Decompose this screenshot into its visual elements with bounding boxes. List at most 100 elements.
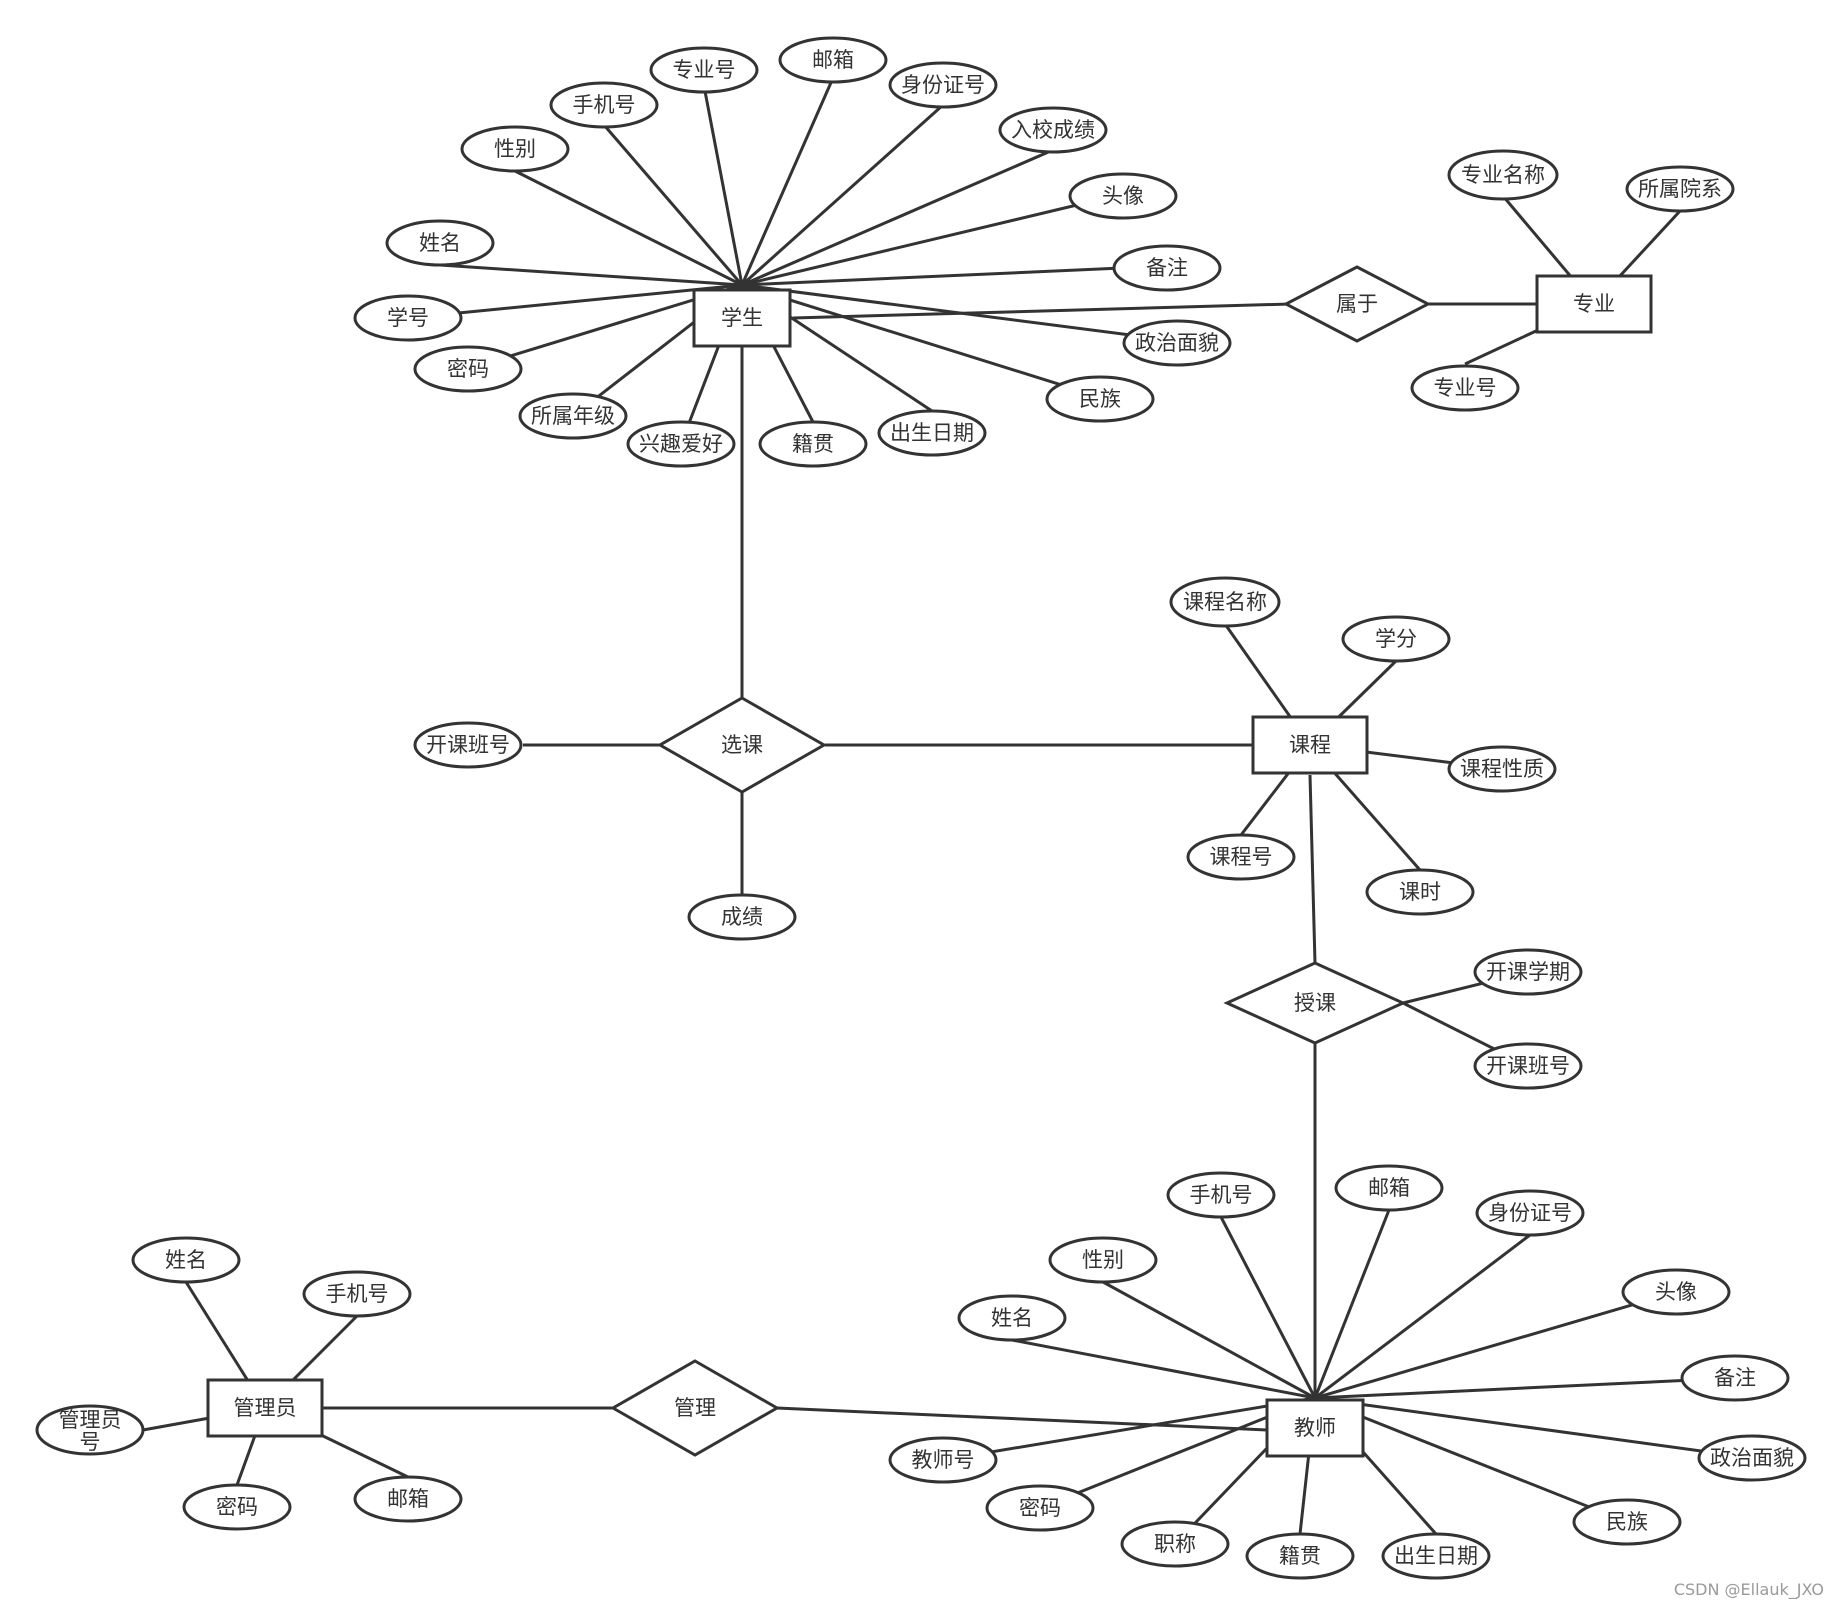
node-label: 课程 — [1289, 733, 1331, 757]
connector-line — [514, 169, 743, 287]
node-label: 籍贯 — [1279, 1544, 1321, 1568]
node-label: 成绩 — [721, 905, 763, 929]
teacher-attribute: 邮箱 — [1334, 1164, 1444, 1212]
node-label: 手机号 — [326, 1282, 389, 1306]
teacher-attribute: 姓名 — [957, 1294, 1067, 1342]
node-label: 所属院系 — [1638, 177, 1722, 201]
node-label: 出生日期 — [1394, 1544, 1478, 1568]
node-label: 姓名 — [419, 231, 461, 255]
student-attribute: 姓名 — [385, 219, 495, 267]
connector-line — [1314, 1396, 1753, 1460]
teacher-attribute: 籍贯 — [1245, 1532, 1355, 1580]
major-attribute: 所属院系 — [1625, 165, 1735, 213]
node-label: 手机号 — [573, 93, 636, 117]
admin-attribute: 管理员号 — [35, 1404, 145, 1456]
student-attribute: 身份证号 — [888, 61, 998, 109]
node-label: 管理员 — [234, 1396, 297, 1420]
student-attribute: 民族 — [1045, 375, 1155, 423]
node-label: 头像 — [1102, 184, 1144, 208]
node-label: 兴趣爱好 — [639, 432, 723, 456]
teacher-attribute: 性别 — [1048, 1236, 1158, 1284]
student-attribute: 备注 — [1112, 244, 1222, 292]
connector-line — [741, 283, 1101, 399]
course-attribute: 学分 — [1341, 615, 1451, 663]
connector-line — [776, 1406, 1268, 1432]
connector-line — [439, 263, 743, 287]
node-label: 学分 — [1375, 627, 1417, 651]
node-label: 姓名 — [165, 1248, 207, 1272]
node-label: 职称 — [1154, 1532, 1196, 1556]
connector-line — [602, 124, 744, 286]
node-label: 民族 — [1079, 387, 1121, 411]
node-label: 性别 — [494, 137, 536, 161]
diagram-nodes: 专业号邮箱身份证号手机号性别入校成绩头像姓名备注学号政治面貌密码民族所属年级兴趣… — [35, 36, 1807, 1580]
admin-attribute: 邮箱 — [353, 1475, 463, 1523]
connector-line — [741, 192, 1124, 287]
node-label: 头像 — [1655, 1280, 1697, 1304]
relationship-teach: 授课 — [1223, 961, 1407, 1045]
teacher-attribute: 头像 — [1621, 1268, 1731, 1316]
relationship-manage: 管理 — [609, 1359, 781, 1457]
connector-line — [1314, 1233, 1531, 1400]
teacher-attribute: 备注 — [1680, 1354, 1790, 1402]
node-label: 邮箱 — [387, 1487, 429, 1511]
student-attribute: 政治面貌 — [1122, 319, 1232, 367]
node-label: 教师号 — [912, 1448, 975, 1472]
connector-line — [407, 283, 743, 320]
node-label: 课程号 — [1210, 845, 1273, 869]
connector-line — [702, 85, 744, 286]
node-label: 课程性质 — [1460, 757, 1544, 781]
node-label: 姓名 — [991, 1306, 1033, 1330]
node-label: 密码 — [1019, 1496, 1061, 1520]
course-attribute: 课程号 — [1186, 833, 1296, 881]
admin-attribute: 密码 — [182, 1483, 292, 1531]
node-label: 学生 — [721, 306, 763, 330]
node-label: 密码 — [447, 357, 489, 381]
admin-attribute: 姓名 — [131, 1236, 241, 1284]
connector-line — [741, 283, 1178, 343]
entity-student: 学生 — [692, 288, 792, 348]
major-attribute: 专业名称 — [1447, 149, 1559, 201]
select-attribute: 开课班号 — [413, 721, 523, 769]
teach-attribute: 开课班号 — [1473, 1042, 1583, 1090]
entity-major: 专业 — [1535, 274, 1653, 334]
connector-line — [1219, 1216, 1317, 1399]
relationship-belongs: 属于 — [1282, 265, 1432, 343]
node-label: 学号 — [387, 306, 429, 330]
node-label: 课时 — [1399, 880, 1441, 904]
connector-line — [1313, 1209, 1391, 1399]
entity-teacher: 教师 — [1265, 1398, 1365, 1458]
student-attribute: 手机号 — [549, 81, 659, 129]
student-attribute: 性别 — [460, 125, 570, 173]
teacher-attribute: 身份证号 — [1475, 1189, 1585, 1237]
node-label: 政治面貌 — [1710, 1446, 1794, 1470]
node-label: 备注 — [1146, 256, 1188, 280]
node-label: 民族 — [1606, 1510, 1648, 1534]
relationship-select: 选课 — [656, 696, 828, 794]
node-label: 密码 — [216, 1495, 258, 1519]
node-label: 所属年级 — [531, 404, 615, 428]
connector-line — [1314, 1290, 1677, 1400]
student-attribute: 头像 — [1068, 172, 1178, 220]
teacher-attribute: 政治面貌 — [1697, 1434, 1807, 1482]
node-label: 专业名称 — [1461, 163, 1545, 187]
watermark: CSDN @Ellauk_JXO — [1673, 1580, 1824, 1599]
node-label: 开课班号 — [1486, 1054, 1570, 1078]
admin-attribute: 手机号 — [302, 1270, 412, 1318]
node-label: 邮箱 — [1368, 1176, 1410, 1200]
node-label: 专业号 — [673, 58, 736, 82]
entity-admin: 管理员 — [206, 1378, 324, 1438]
node-label: 专业号 — [1434, 376, 1497, 400]
node-label: 专业 — [1573, 292, 1615, 316]
connector-line — [741, 264, 1168, 287]
connector-line — [942, 1396, 1316, 1462]
connector-line — [741, 148, 1054, 287]
course-attribute: 课程名称 — [1169, 576, 1281, 628]
node-label: 教师 — [1294, 1416, 1336, 1440]
connector-line — [1314, 1376, 1736, 1400]
node-label: 籍贯 — [792, 432, 834, 456]
teacher-attribute: 出生日期 — [1381, 1532, 1491, 1580]
node-label: 邮箱 — [812, 48, 854, 72]
node-label: 备注 — [1714, 1366, 1756, 1390]
